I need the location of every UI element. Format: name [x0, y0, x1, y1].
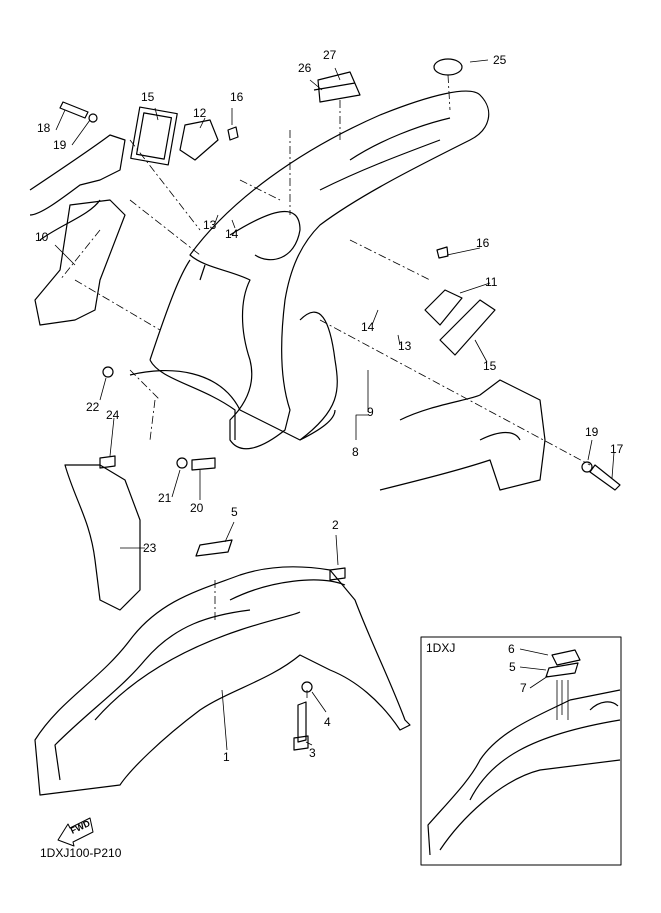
callout-9: 9	[367, 405, 374, 419]
callout-16-right: 16	[476, 236, 490, 250]
bolt-18-drawing	[59, 101, 89, 119]
frame-left-drawing	[29, 134, 126, 241]
callout-20: 20	[190, 501, 204, 515]
callout-2: 2	[332, 518, 339, 532]
fwd-arrow-icon	[57, 817, 94, 847]
frame-right-drawing	[379, 379, 546, 491]
callout-3: 3	[309, 746, 316, 760]
callout-19: 19	[53, 138, 67, 152]
callout-18: 18	[37, 121, 51, 135]
reflector-15-left-drawing	[130, 106, 178, 166]
callout-27: 27	[323, 48, 337, 62]
bolt-3-drawing	[293, 701, 309, 751]
diagram-code: 1DXJ100-P210	[40, 846, 122, 860]
washer-19-drawing	[581, 461, 593, 473]
callout-22: 22	[86, 400, 100, 414]
callout-13-right: 13	[398, 339, 412, 353]
callout-15-right: 15	[483, 359, 497, 373]
callout-15: 15	[141, 90, 155, 104]
callout-16: 16	[230, 90, 244, 104]
callout-13: 13	[203, 218, 217, 232]
grommet-2-drawing	[329, 567, 346, 581]
inset-callout-6: 6	[508, 642, 515, 656]
reflector-15-right-drawing	[439, 299, 496, 356]
callout-14: 14	[225, 227, 239, 241]
callout-19-right: 19	[585, 425, 599, 439]
callout-21: 21	[158, 491, 172, 505]
callout-23: 23	[143, 541, 157, 555]
front-fender-drawing	[34, 566, 411, 796]
emblem-25-drawing	[433, 58, 463, 76]
bolt-17-drawing	[589, 464, 621, 491]
plate-10-drawing	[34, 199, 126, 326]
sticker-26-27-drawing	[313, 71, 361, 103]
inset-title: 1DXJ	[426, 641, 456, 655]
callout-14-right: 14	[361, 320, 375, 334]
callout-26: 26	[298, 61, 312, 75]
callout-4: 4	[324, 715, 331, 729]
bolt-20-drawing	[191, 457, 216, 471]
inset-callout-5: 5	[509, 660, 516, 674]
sticker-5-drawing	[195, 539, 233, 557]
callout-11: 11	[485, 275, 498, 289]
washer-21-drawing	[176, 457, 188, 469]
inset-callout-7: 7	[520, 681, 527, 695]
callout-10: 10	[35, 230, 49, 244]
callout-25: 25	[493, 53, 507, 67]
flap-23-drawing	[64, 464, 141, 611]
callout-1: 1	[223, 750, 230, 764]
callout-5: 5	[231, 505, 238, 519]
callout-17: 17	[610, 442, 624, 456]
inset-frame	[420, 636, 622, 866]
rear-fender-drawing	[129, 90, 490, 450]
callout-8: 8	[352, 445, 359, 459]
callout-24: 24	[106, 408, 120, 422]
washer-22-drawing	[102, 366, 114, 378]
callout-12: 12	[193, 106, 207, 120]
inset-fender-drawing	[427, 648, 621, 856]
bracket-11-drawing	[424, 289, 463, 326]
screw-24-drawing	[99, 455, 116, 469]
bracket-12-drawing	[179, 119, 219, 161]
